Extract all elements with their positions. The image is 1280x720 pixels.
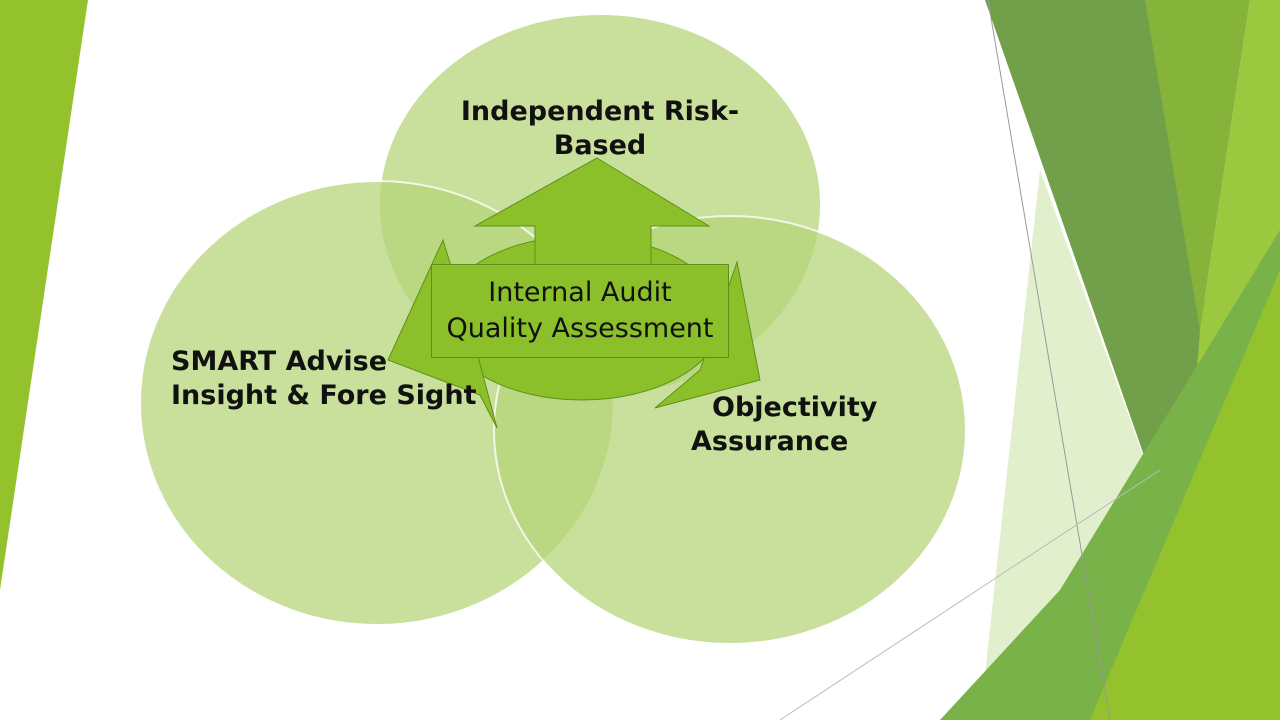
accent-line (779, 469, 1161, 720)
label-line: SMART Advise (171, 346, 388, 377)
label-line: Assurance (691, 426, 849, 457)
label-line: Objectivity (712, 392, 878, 423)
accent-shape (1090, 270, 1280, 720)
center-line: Internal Audit (488, 277, 672, 308)
accent-line (987, 0, 1111, 720)
center-line: Quality Assessment (446, 313, 714, 344)
accent-shape (1145, 0, 1250, 330)
label-line: Independent Risk- (460, 96, 740, 127)
center-box-internal-audit: Internal Audit Quality Assessment (431, 264, 729, 358)
label-line: Insight & Fore Sight (171, 380, 477, 411)
label-objectivity-assurance: Objectivity Assurance (691, 391, 877, 459)
left-accent-strip (0, 0, 88, 590)
label-smart-advise: SMART Advise Insight & Fore Sight (171, 345, 476, 413)
label-line: Based (553, 130, 647, 161)
label-independent-risk-based: Independent Risk- Based (420, 95, 780, 163)
accent-shape (985, 0, 1210, 530)
